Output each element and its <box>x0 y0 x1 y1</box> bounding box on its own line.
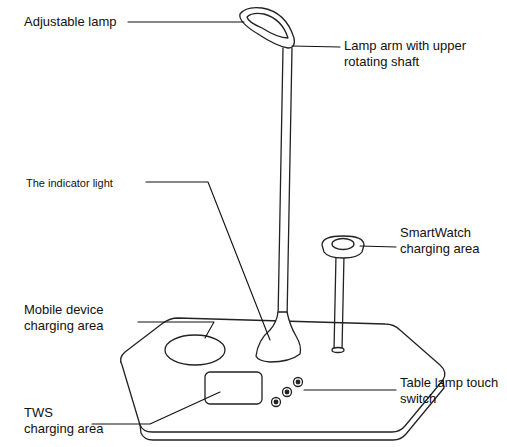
watch-charger <box>332 239 354 250</box>
leader-line <box>92 392 220 424</box>
lamp-arm-base <box>256 312 301 362</box>
part-label: Lamp arm with upper rotating shaft <box>344 38 494 70</box>
part-label: The indicator light <box>26 175 151 191</box>
leader-line <box>304 389 396 390</box>
lamp-head <box>240 8 295 48</box>
part-label: Table lamp touch switch <box>400 375 500 407</box>
part-label: SmartWatch charging area <box>400 225 500 257</box>
leader-line <box>292 46 340 47</box>
touch-button <box>283 388 292 397</box>
lamp-arm <box>278 48 292 320</box>
touch-button <box>294 378 303 387</box>
lamp-head-inner <box>247 13 288 38</box>
watch-post-foot <box>332 348 344 353</box>
tws-charging-pad <box>205 372 262 404</box>
watch-post <box>334 255 344 350</box>
watch-stand <box>322 236 364 258</box>
leader-line <box>128 21 244 22</box>
leader-lines <box>92 22 396 424</box>
part-label: Adjustable lamp <box>24 14 134 30</box>
part-label: TWS charging area <box>24 405 104 437</box>
leader-line <box>360 246 396 247</box>
base-edge <box>140 380 444 440</box>
part-label: Mobile device charging area <box>24 302 142 334</box>
touch-button <box>272 398 281 407</box>
mobile-charging-pad <box>165 335 225 365</box>
leader-line <box>138 322 214 338</box>
leader-line <box>146 182 270 340</box>
